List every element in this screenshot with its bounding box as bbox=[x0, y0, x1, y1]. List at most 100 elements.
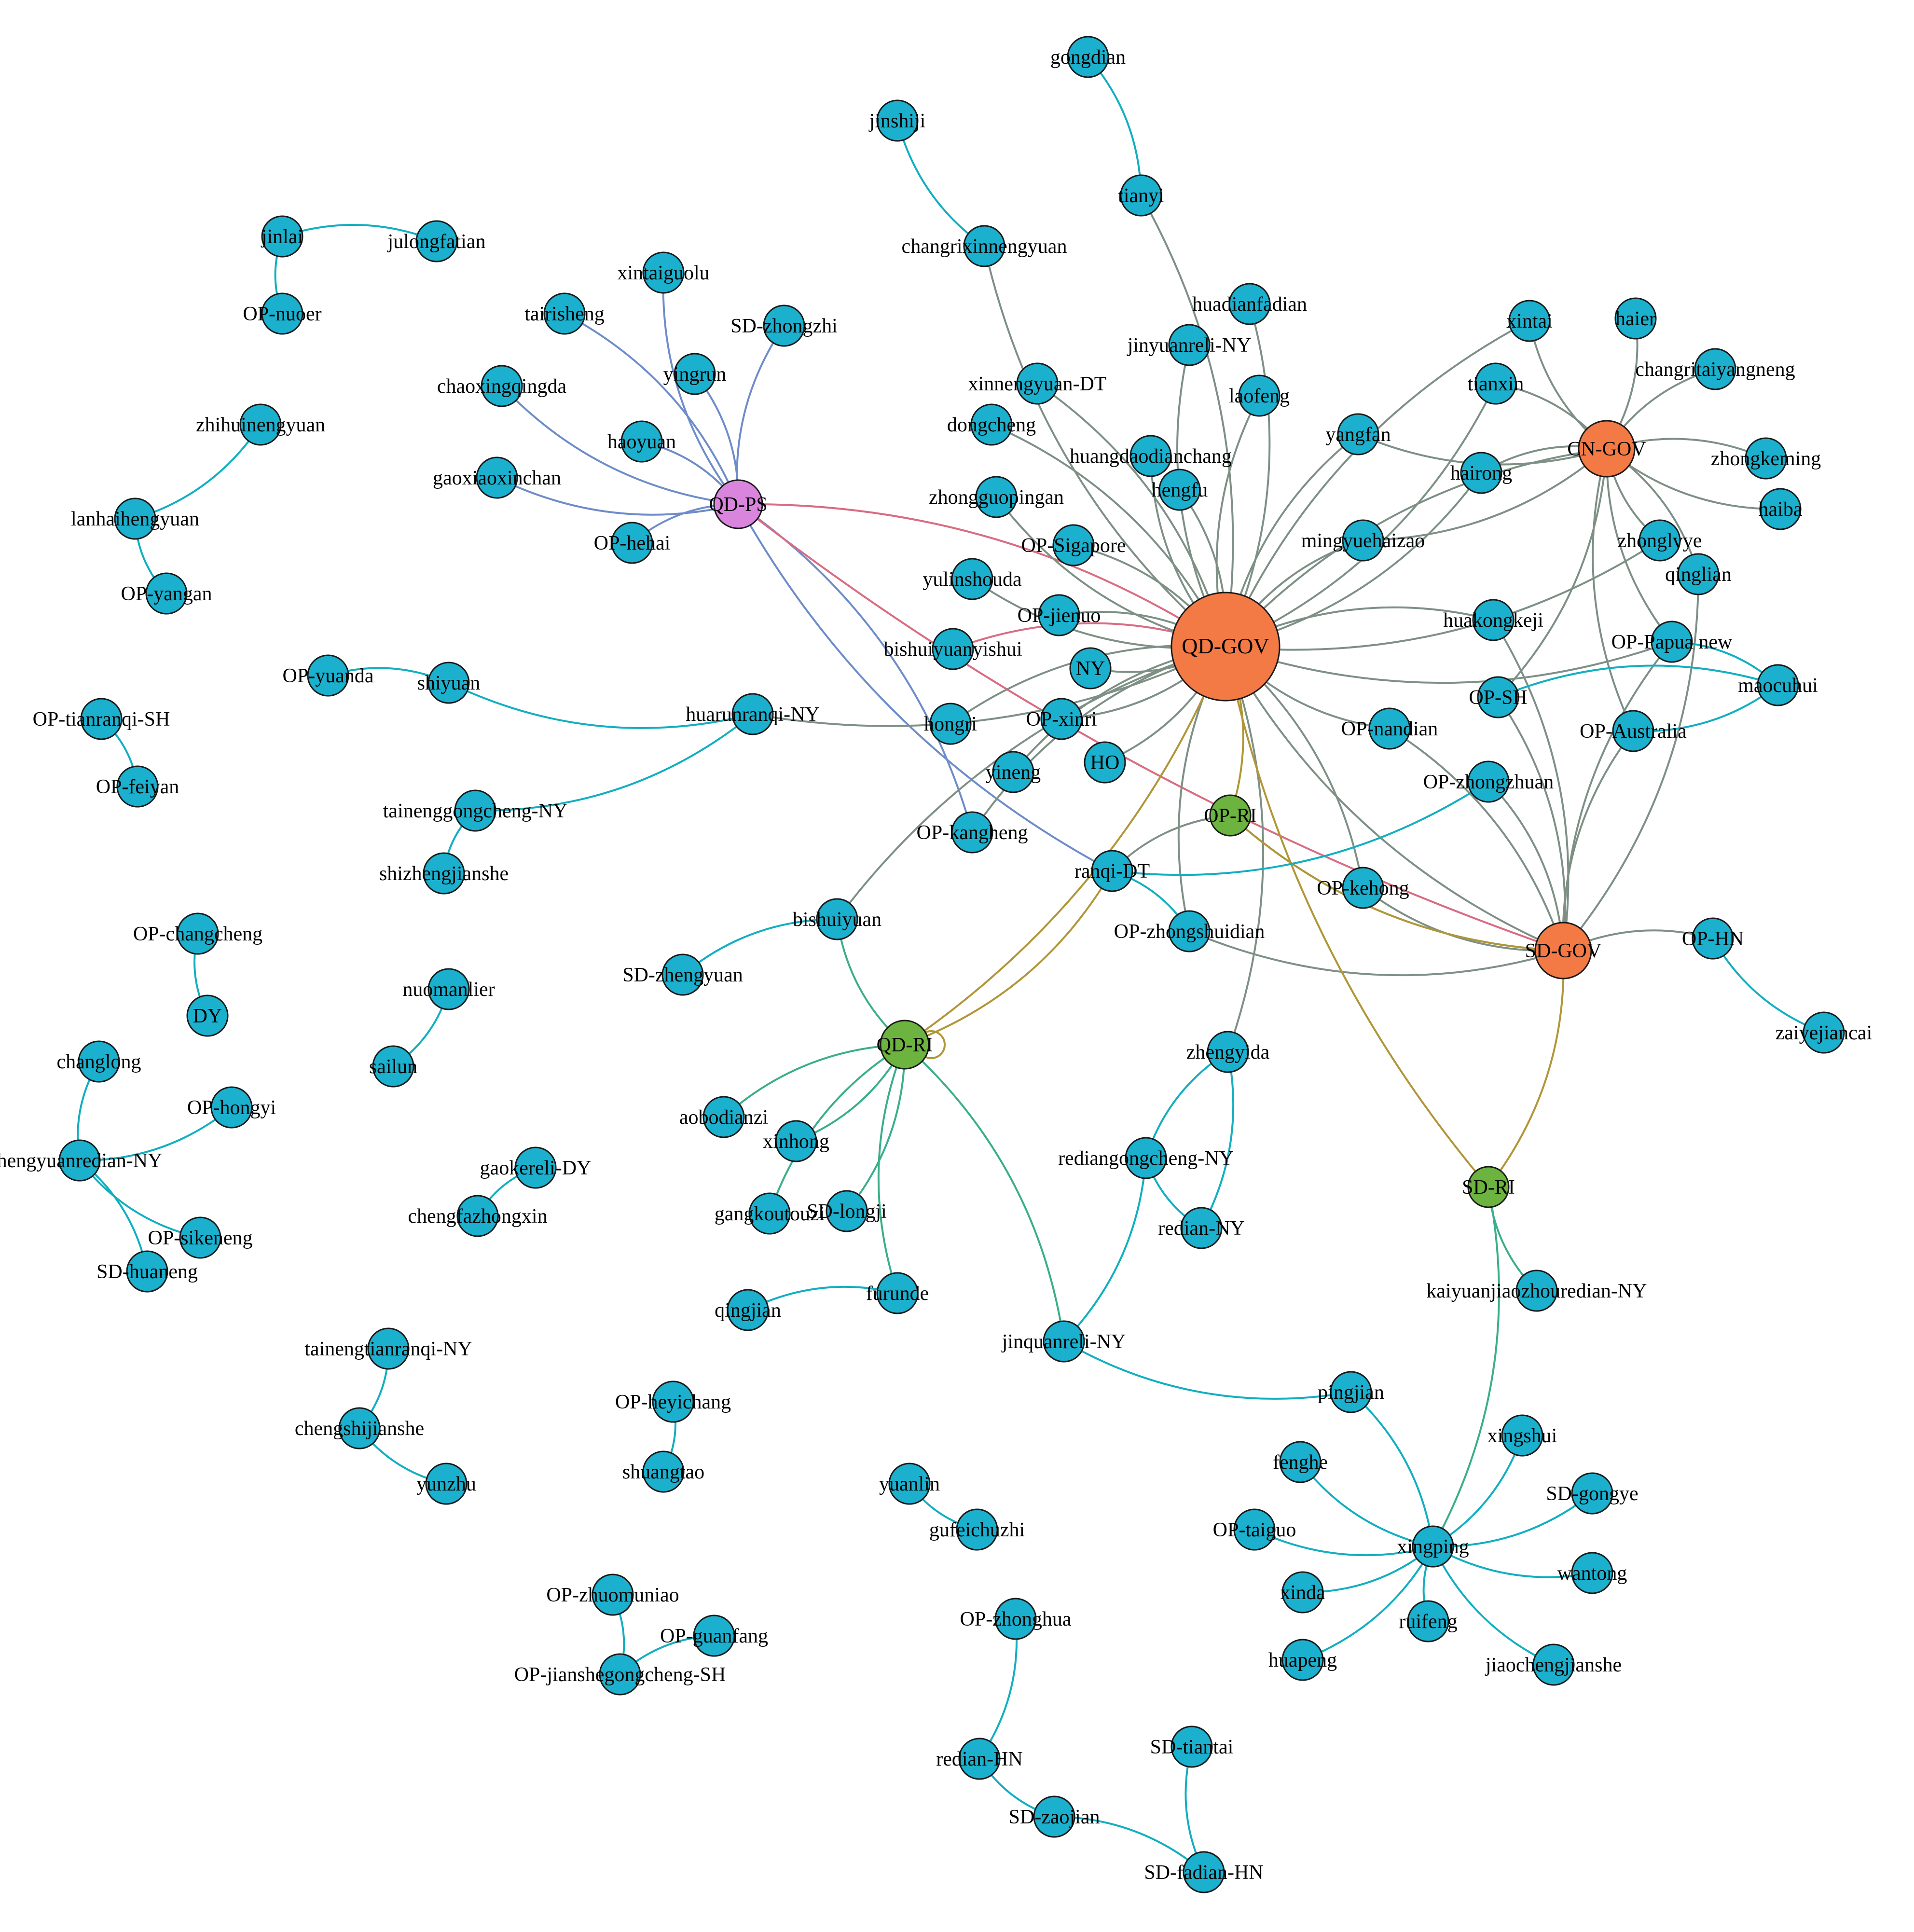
node-circle-sd-gongye[interactable] bbox=[1571, 1472, 1613, 1515]
node-op-taiguo[interactable]: OP-taiguo bbox=[1213, 1508, 1296, 1551]
node-pingjian[interactable]: pingjian bbox=[1318, 1371, 1384, 1413]
node-circle-op-ri[interactable] bbox=[1209, 794, 1252, 837]
node-circle-op-jienuo[interactable] bbox=[1038, 594, 1080, 636]
node-huangdaodianchang[interactable]: huangdaodianchang bbox=[1070, 435, 1232, 477]
node-circle-laofeng[interactable] bbox=[1238, 374, 1281, 417]
node-hairong[interactable]: hairong bbox=[1450, 452, 1512, 494]
node-xintai[interactable]: xintai bbox=[1506, 300, 1553, 342]
node-circle-op-sigapore[interactable] bbox=[1052, 524, 1095, 566]
node-qd-ri[interactable]: QD-RI bbox=[877, 1020, 933, 1070]
node-circle-haier[interactable] bbox=[1614, 297, 1657, 340]
node-circle-huadianfadian[interactable] bbox=[1228, 283, 1271, 325]
node-op-guanfang[interactable]: OP-guanfang bbox=[660, 1615, 768, 1657]
node-circle-qingjian[interactable] bbox=[727, 1289, 769, 1331]
node-circle-redian-ny[interactable] bbox=[1180, 1207, 1223, 1249]
node-huarunranqi-ny[interactable]: huarunranqi-NY bbox=[686, 693, 820, 735]
node-jiaochengjianshe[interactable]: jiaochengjianshe bbox=[1485, 1643, 1622, 1686]
node-op-sigapore[interactable]: OP-Sigapore bbox=[1021, 524, 1126, 566]
node-rediangongcheng-ny[interactable]: rediangongcheng-NY bbox=[1058, 1137, 1234, 1179]
node-sd-zhengyuan[interactable]: SD-zhengyuan bbox=[622, 953, 743, 996]
node-circle-sailun[interactable] bbox=[372, 1045, 414, 1088]
node-circle-op-nuoer[interactable] bbox=[261, 292, 303, 335]
node-xinda[interactable]: xinda bbox=[1280, 1571, 1325, 1614]
node-circle-op-kangheng[interactable] bbox=[951, 811, 993, 854]
node-circle-op-kehong[interactable] bbox=[1342, 867, 1384, 909]
node-redian-hn[interactable]: redian-HN bbox=[936, 1738, 1023, 1780]
node-circle-yuanlin[interactable] bbox=[888, 1463, 931, 1505]
node-circle-zhihuinengyuan[interactable] bbox=[239, 403, 282, 446]
node-circle-zaiyejiancai[interactable] bbox=[1803, 1011, 1845, 1054]
node-circle-cn-gov[interactable] bbox=[1578, 420, 1636, 478]
node-op-nandian[interactable]: OP-nandian bbox=[1341, 707, 1438, 750]
node-hongri[interactable]: hongri bbox=[924, 703, 977, 745]
node-circle-huakongkeji[interactable] bbox=[1472, 599, 1515, 641]
node-op-zhonghua[interactable]: OP-zhonghua bbox=[960, 1598, 1072, 1640]
node-circle-jiaochengjianshe[interactable] bbox=[1532, 1643, 1575, 1686]
node-yulinshouda[interactable]: yulinshouda bbox=[923, 558, 1022, 600]
node-circle-gaokereli-dy[interactable] bbox=[514, 1146, 557, 1189]
node-gaokereli-dy[interactable]: gaokereli-DY bbox=[480, 1146, 592, 1189]
node-yingrun[interactable]: yingrun bbox=[663, 353, 727, 395]
node-tainenggongcheng-ny[interactable]: tainenggongcheng-NY bbox=[383, 789, 568, 832]
node-circle-chengshijianshe[interactable] bbox=[338, 1407, 381, 1449]
node-op-tianranqi-sh[interactable]: OP-tianranqi-SH bbox=[33, 698, 170, 740]
node-sd-tiantai[interactable]: SD-tiantai bbox=[1150, 1725, 1234, 1768]
node-circle-yulinshouda[interactable] bbox=[951, 558, 993, 600]
node-circle-bishuiyuan[interactable] bbox=[816, 898, 858, 940]
node-circle-huapeng[interactable] bbox=[1281, 1639, 1324, 1681]
node-circle-xingshui[interactable] bbox=[1501, 1414, 1543, 1457]
node-jinlai[interactable]: jinlai bbox=[261, 215, 303, 258]
node-circle-xinnengyuan-dt[interactable] bbox=[1016, 362, 1059, 405]
node-haoyuan[interactable]: haoyuan bbox=[607, 420, 676, 463]
node-op-feiyan[interactable]: OP-feiyan bbox=[96, 765, 179, 808]
node-circle-gongdian[interactable] bbox=[1067, 36, 1109, 78]
node-bishuiyuanyishui[interactable]: bishuiyuanyishui bbox=[883, 628, 1022, 670]
node-op-sh[interactable]: OP-SH bbox=[1469, 676, 1528, 718]
node-circle-op-heyichang[interactable] bbox=[652, 1380, 694, 1423]
node-mingyuehaizao[interactable]: mingyuehaizao bbox=[1301, 519, 1425, 562]
node-circle-huangdaodianchang[interactable] bbox=[1129, 435, 1172, 477]
node-haier[interactable]: haier bbox=[1614, 297, 1657, 340]
node-op-australia[interactable]: OP-Australia bbox=[1580, 710, 1687, 752]
node-circle-hairong[interactable] bbox=[1460, 452, 1502, 494]
node-circle-op-hn[interactable] bbox=[1692, 917, 1734, 960]
node-circle-op-sikeneng[interactable] bbox=[179, 1216, 221, 1259]
node-sd-gov[interactable]: SD-GOV bbox=[1525, 922, 1602, 980]
node-circle-kaiyuanjiaozhouredian-ny[interactable] bbox=[1515, 1270, 1558, 1312]
node-op-zhuomuniao[interactable]: OP-zhuomuniao bbox=[546, 1573, 679, 1616]
node-haiba[interactable]: haiba bbox=[1759, 488, 1803, 530]
node-circle-ruifeng[interactable] bbox=[1407, 1600, 1449, 1642]
node-circle-xingping[interactable] bbox=[1412, 1525, 1454, 1568]
node-circle-sd-longji[interactable] bbox=[826, 1190, 868, 1232]
node-tianyi[interactable]: tianyi bbox=[1118, 174, 1164, 217]
node-circle-op-feiyan[interactable] bbox=[116, 765, 159, 808]
node-nuomanlier[interactable]: nuomanlier bbox=[402, 968, 495, 1010]
node-circle-op-zhongshuidian[interactable] bbox=[1168, 910, 1211, 952]
node-op-kangheng[interactable]: OP-kangheng bbox=[917, 811, 1028, 854]
node-circle-sd-zhengyuan[interactable] bbox=[661, 953, 704, 996]
node-circle-gaoxiaoxinchan[interactable] bbox=[476, 456, 518, 499]
node-hengyuanredian-ny[interactable]: hengyuanredian-NY bbox=[0, 1139, 162, 1182]
node-op-nuoer[interactable]: OP-nuoer bbox=[243, 292, 322, 335]
node-chaoxingqingda[interactable]: chaoxingqingda bbox=[437, 365, 567, 407]
node-circle-xinda[interactable] bbox=[1281, 1571, 1324, 1614]
node-changlong[interactable]: changlong bbox=[57, 1040, 141, 1083]
node-circle-yangfan[interactable] bbox=[1337, 413, 1379, 455]
node-circle-qd-gov[interactable] bbox=[1170, 592, 1281, 702]
node-zhongguopingan[interactable]: zhongguopingan bbox=[929, 476, 1064, 518]
node-circle-op-guanfang[interactable] bbox=[693, 1615, 735, 1657]
node-circle-op-jianshegongcheng-sh[interactable] bbox=[599, 1653, 641, 1696]
node-bishuiyuan[interactable]: bishuiyuan bbox=[793, 898, 881, 940]
node-circle-sd-gov[interactable] bbox=[1534, 922, 1592, 980]
node-jinquanreli-ny[interactable]: jinquanreli-NY bbox=[1001, 1320, 1126, 1363]
node-ny[interactable]: NY bbox=[1069, 647, 1112, 690]
node-ho[interactable]: HO bbox=[1084, 741, 1126, 784]
node-circle-haiba[interactable] bbox=[1759, 488, 1802, 530]
node-circle-qd-ps[interactable] bbox=[713, 479, 763, 529]
node-circle-mingyuehaizao[interactable] bbox=[1342, 519, 1384, 562]
node-yineng[interactable]: yineng bbox=[986, 751, 1041, 793]
node-hengfu[interactable]: hengfu bbox=[1152, 469, 1208, 511]
node-gaoxiaoxinchan[interactable]: gaoxiaoxinchan bbox=[433, 456, 561, 499]
node-op-hongyi[interactable]: OP-hongyi bbox=[187, 1086, 276, 1129]
node-circle-xintaiguolu[interactable] bbox=[642, 251, 685, 294]
